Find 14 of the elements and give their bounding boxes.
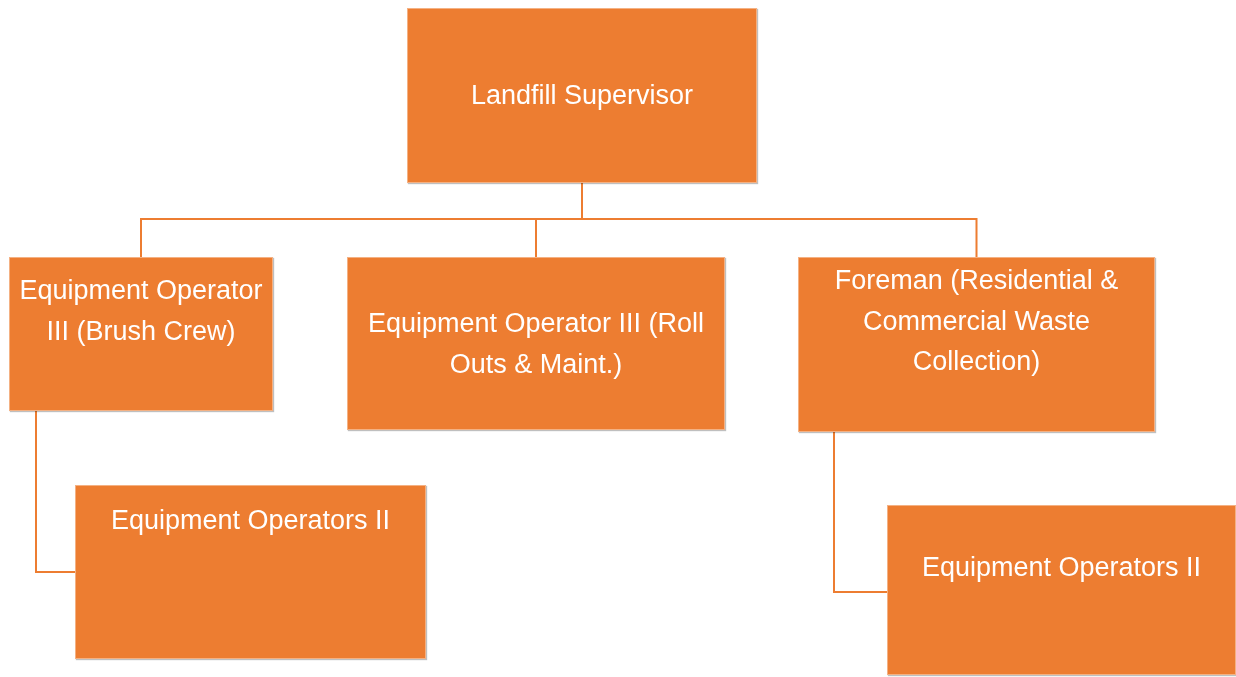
- position-title: Equipment Operators II: [110, 504, 391, 537]
- position-title: Equipment Operator III (Roll Outs & Maint.): [366, 307, 706, 381]
- org-chart-box: [347, 257, 725, 430]
- connector-line: [833, 431, 888, 593]
- org-chart-box: [407, 8, 757, 183]
- position-title: Landfill Supervisor: [470, 79, 694, 113]
- org-chart-box: [9, 257, 273, 411]
- connector-line: [35, 410, 76, 573]
- org-chart-box: [798, 257, 1155, 432]
- position-title: Equipment Operators II: [921, 551, 1202, 584]
- position-title: Foreman (Residential & Commercial Waste Collection): [833, 264, 1120, 378]
- org-chart-box: [75, 485, 426, 659]
- org-chart-box: [887, 505, 1236, 675]
- position-title: Equipment Operator III (Brush Crew): [18, 274, 264, 348]
